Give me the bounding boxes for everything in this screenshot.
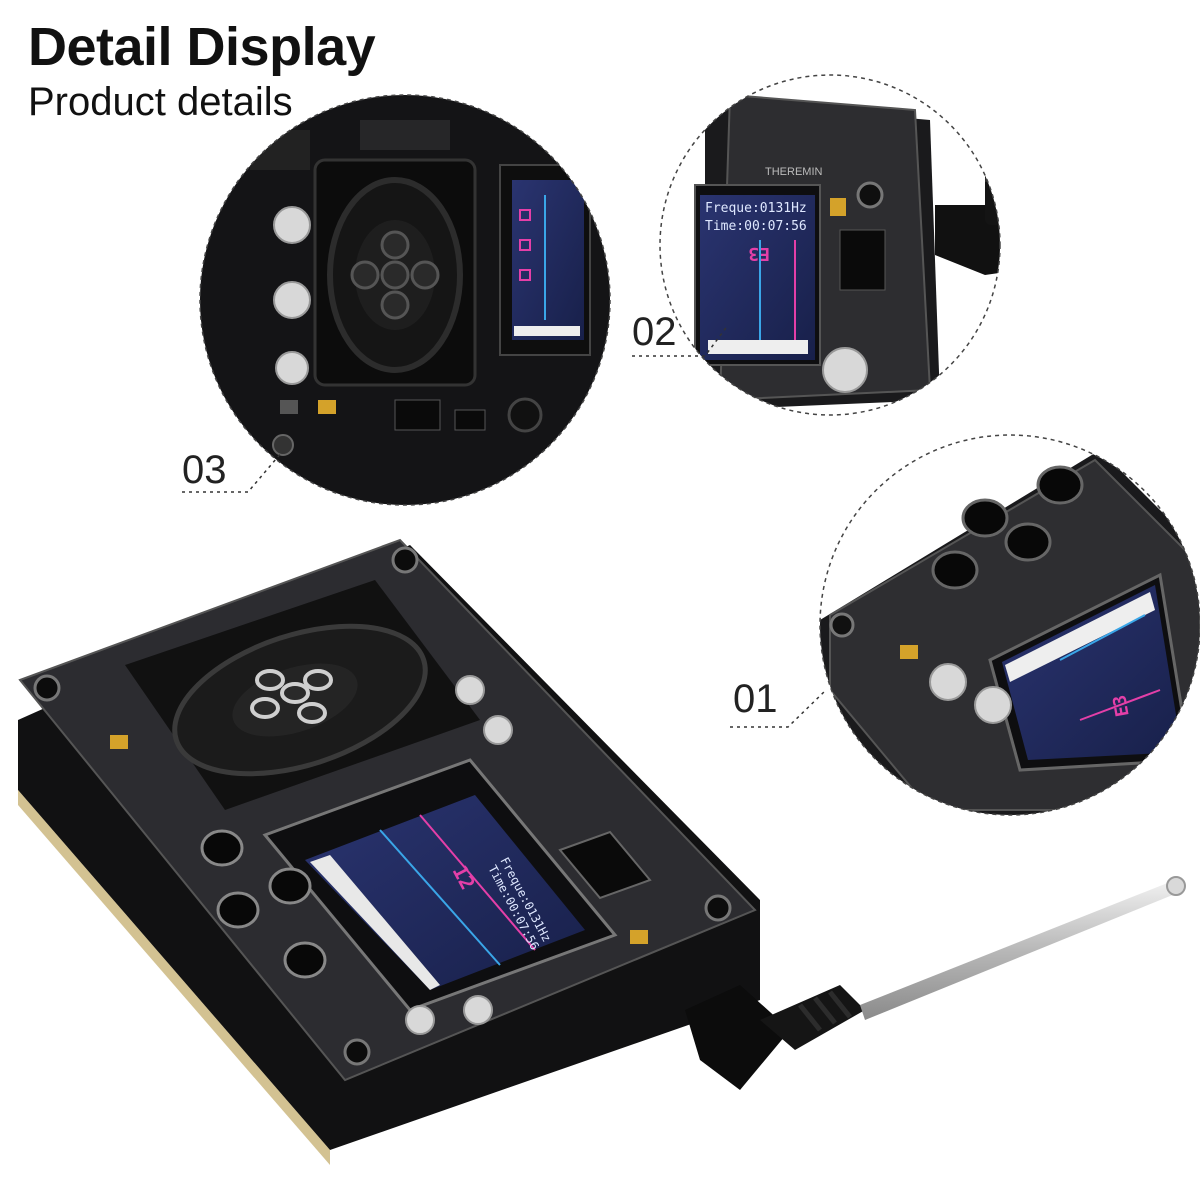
callout-line-03 bbox=[182, 451, 283, 493]
callout-label-03: 03 bbox=[182, 448, 227, 492]
push-button-icon bbox=[931, 465, 1084, 590]
capacitor-icon bbox=[822, 347, 868, 393]
capacitor-icon bbox=[273, 206, 311, 385]
screen-time-text: Time:00:07:56 bbox=[705, 219, 807, 234]
push-button-icon bbox=[200, 829, 327, 979]
display-screen: Freque:0131Hz Time:00:07:56 12 bbox=[262, 758, 618, 1012]
brand-text: THEREMIN bbox=[765, 166, 823, 178]
detail-circle-02: Freque:0131Hz Time:00:07:56 E3 THEREMIN bbox=[659, 74, 1001, 416]
main-device: Freque:0131Hz Time:00:07:56 12 bbox=[18, 538, 1186, 1165]
callout-label-02: 02 bbox=[632, 310, 677, 354]
callout-line-01 bbox=[730, 689, 827, 728]
callout-line-02 bbox=[632, 324, 729, 357]
callout-label-01: 01 bbox=[733, 677, 778, 721]
capacitor-icon bbox=[929, 663, 967, 701]
antenna-icon bbox=[685, 876, 1186, 1090]
page-title: Detail Display bbox=[28, 17, 376, 77]
screen-note-text-zoom: E3 bbox=[1109, 693, 1133, 718]
screen-frequency-text: Freque:0131Hz bbox=[705, 201, 807, 216]
capacitor-icon bbox=[405, 675, 513, 1035]
page-subtitle: Product details bbox=[28, 80, 293, 124]
detail-circle-01: E3 bbox=[819, 434, 1200, 816]
speaker-icon bbox=[125, 580, 480, 810]
detail-circle-03 bbox=[199, 94, 611, 506]
